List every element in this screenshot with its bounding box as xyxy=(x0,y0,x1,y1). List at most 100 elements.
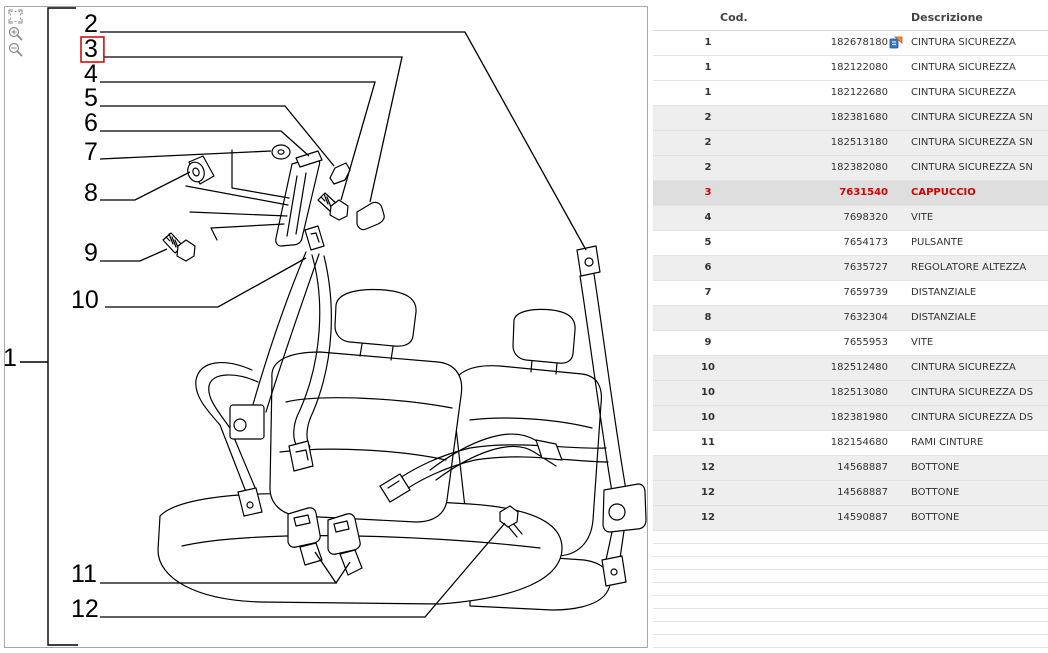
screw-head xyxy=(176,239,196,262)
buckle-a xyxy=(287,507,321,548)
button-bolt xyxy=(499,505,523,538)
row-icon-cell xyxy=(888,306,910,330)
callout-5[interactable]: 5 xyxy=(84,84,98,112)
right-belt-upper-strap xyxy=(579,273,627,493)
row-icon-cell xyxy=(888,331,910,355)
leader-line-4 xyxy=(100,81,376,201)
leader-line-5 xyxy=(100,105,335,167)
zoom-in-button[interactable] xyxy=(8,26,23,41)
callout-2[interactable]: 2 xyxy=(84,10,98,38)
button-bolt-head xyxy=(499,505,519,528)
row-description: RAMI CINTURE xyxy=(911,437,984,448)
row-part-code: 182122080 xyxy=(830,62,888,73)
row-part-code: 14590887 xyxy=(837,512,888,523)
row-icon-cell xyxy=(888,256,910,280)
row-position: 7 xyxy=(704,287,712,298)
callout-6[interactable]: 6 xyxy=(84,109,98,137)
callout-12[interactable]: 12 xyxy=(71,595,99,623)
header-code[interactable]: Cod. xyxy=(720,11,748,24)
row-position: 2 xyxy=(704,137,712,148)
row-icon-cell xyxy=(888,56,910,80)
fit-to-window-icon xyxy=(8,9,23,24)
callout-8[interactable]: 8 xyxy=(84,179,98,207)
callout-4[interactable]: 4 xyxy=(84,60,98,88)
row-position: 10 xyxy=(701,412,715,423)
left-lower-anchor-hole xyxy=(246,501,254,509)
callout-3[interactable]: 3 xyxy=(84,35,98,63)
row-part-code: 182122680 xyxy=(830,87,888,98)
leader-line-11 xyxy=(100,551,351,584)
callout-7[interactable]: 7 xyxy=(84,138,98,166)
empty-row xyxy=(653,609,1048,622)
parts-drawing xyxy=(157,144,647,611)
header-description[interactable]: Descrizione xyxy=(911,11,983,24)
left-belt-tongue xyxy=(288,440,314,472)
left-seat-belt xyxy=(195,225,332,517)
row-description: PULSANTE xyxy=(911,237,964,248)
row-description: CINTURA SICUREZZA xyxy=(911,362,1016,373)
row-icon-cell xyxy=(888,381,910,405)
fit-to-window-button[interactable] xyxy=(8,9,23,24)
row-position: 6 xyxy=(704,262,712,273)
right-seat-contour xyxy=(469,417,593,429)
row-icon-cell xyxy=(888,81,910,105)
buckle-a-slot xyxy=(293,514,311,527)
row-description: CAPPUCCIO xyxy=(911,187,976,198)
row-description: DISTANZIALE xyxy=(911,312,977,323)
left-seat-headrest xyxy=(334,288,417,347)
right-headrest-post xyxy=(530,359,558,375)
right-lower-anchor-hole xyxy=(610,568,618,576)
cap-part xyxy=(356,201,385,231)
right-retractor-spool xyxy=(608,503,626,521)
row-description: DISTANZIALE xyxy=(911,287,977,298)
row-position: 10 xyxy=(701,362,715,373)
row-part-code: 182678180 xyxy=(830,37,888,48)
row-part-code: 7655953 xyxy=(843,337,888,348)
screw-thread-lines xyxy=(165,233,180,251)
row-icon-cell xyxy=(888,356,910,380)
row-position: 1 xyxy=(704,62,712,73)
zoom-out-button[interactable] xyxy=(8,42,23,57)
callout-1[interactable]: 1 xyxy=(3,344,17,372)
row-icon-cell xyxy=(888,481,910,505)
height-adjuster-cap xyxy=(295,150,323,168)
row-description: CINTURA SICUREZZA SN xyxy=(911,112,1033,123)
part-info-icon[interactable] xyxy=(888,31,910,55)
callout-10[interactable]: 10 xyxy=(71,286,99,314)
empty-row xyxy=(653,596,1048,609)
callout-11[interactable]: 11 xyxy=(71,560,97,588)
row-part-code: 182381980 xyxy=(830,412,888,423)
callout-9[interactable]: 9 xyxy=(84,239,98,267)
row-part-code: 182154680 xyxy=(830,437,888,448)
row-part-code: 182513080 xyxy=(830,387,888,398)
buckle-b-slot xyxy=(333,520,350,533)
row-description: BOTTONE xyxy=(911,487,960,498)
right-seat-headrest xyxy=(512,308,576,364)
row-position: 8 xyxy=(704,312,712,323)
zoom-in-icon xyxy=(8,26,23,41)
callouts: 1 2 3 4 5 6 7 8 9 10 11 12 xyxy=(3,10,105,623)
selected-callout-highlight xyxy=(80,36,105,63)
row-position: 2 xyxy=(704,112,712,123)
